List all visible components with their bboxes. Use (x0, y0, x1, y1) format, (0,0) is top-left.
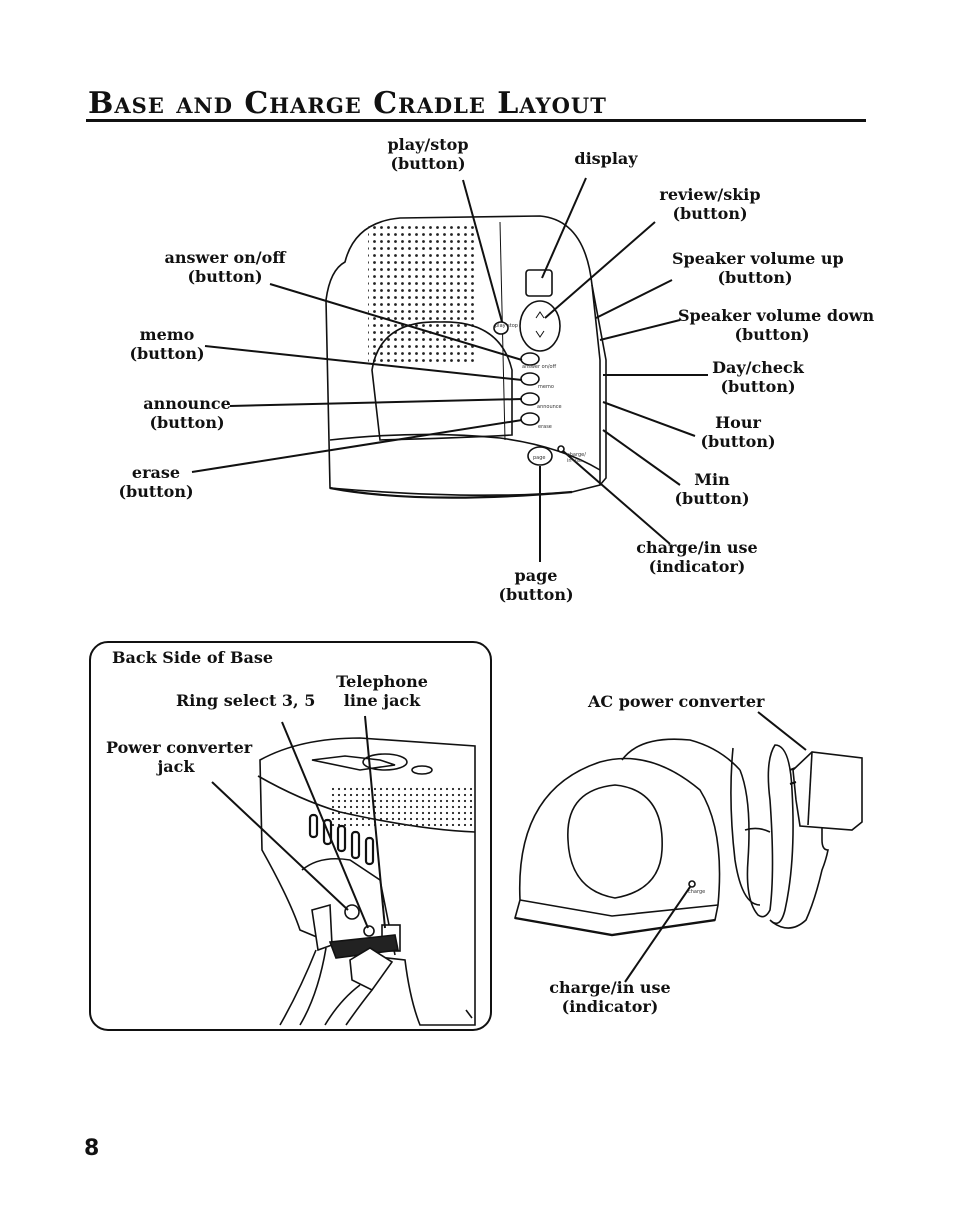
label-charge-in-use: charge/in use(indicator) (636, 538, 758, 576)
review-skip-button (519, 300, 561, 352)
label-display: display (574, 149, 638, 168)
label-announce: announce(button) (143, 394, 231, 432)
label-day-check: Day/check(button) (712, 358, 804, 396)
label-review-skip: review/skip(button) (659, 185, 761, 223)
label-speaker-up: Speaker volume up(button) (672, 249, 844, 287)
label-memo: memo(button) (129, 325, 205, 363)
leader-lines-cradle (624, 711, 807, 983)
device-text-answer-onoff: answer on/off (522, 364, 557, 370)
device-text-erase: erase (538, 424, 552, 430)
erase-button (520, 412, 540, 426)
back-panel-heading: Back Side of Base (112, 648, 274, 667)
display-window (525, 269, 553, 297)
label-play-stop: play/stop(button) (387, 135, 469, 173)
label-cradle-charge-in-use: charge/in use(indicator) (549, 978, 671, 1016)
memo-button (520, 372, 540, 386)
power-jack (344, 904, 360, 920)
device-text-play-stop: play stop (495, 323, 518, 329)
device-text-cradle-charge: charge (688, 889, 706, 895)
device-text-announce: announce (537, 404, 562, 410)
label-ring-select: Ring select 3, 5 (176, 691, 316, 710)
device-text-page: page (533, 455, 546, 461)
back-of-base (257, 737, 476, 1026)
leader-lines-base (191, 177, 708, 562)
base-unit (325, 215, 607, 499)
label-answer-onoff: answer on/off(button) (164, 248, 286, 286)
label-erase: erase(button) (118, 463, 194, 501)
cradle-led (688, 880, 696, 888)
label-min: Min(button) (674, 470, 750, 508)
device-text-charge: charge/ in use (567, 452, 586, 464)
charge-cradle (513, 738, 863, 937)
page-number: 8 (84, 1136, 100, 1161)
device-text-memo: memo (538, 384, 554, 390)
title-rule (86, 119, 866, 122)
label-hour: Hour(button) (700, 413, 776, 451)
label-page: page(button) (498, 566, 574, 604)
ring-select-switch (363, 925, 375, 937)
charge-led (557, 445, 565, 453)
page-button (527, 446, 553, 466)
page-title: Base and Charge Cradle Layout (88, 86, 607, 121)
label-ac-power: AC power converter (588, 692, 765, 711)
leader-lines-back (211, 715, 386, 929)
label-speaker-down: Speaker volume down(button) (678, 306, 875, 344)
